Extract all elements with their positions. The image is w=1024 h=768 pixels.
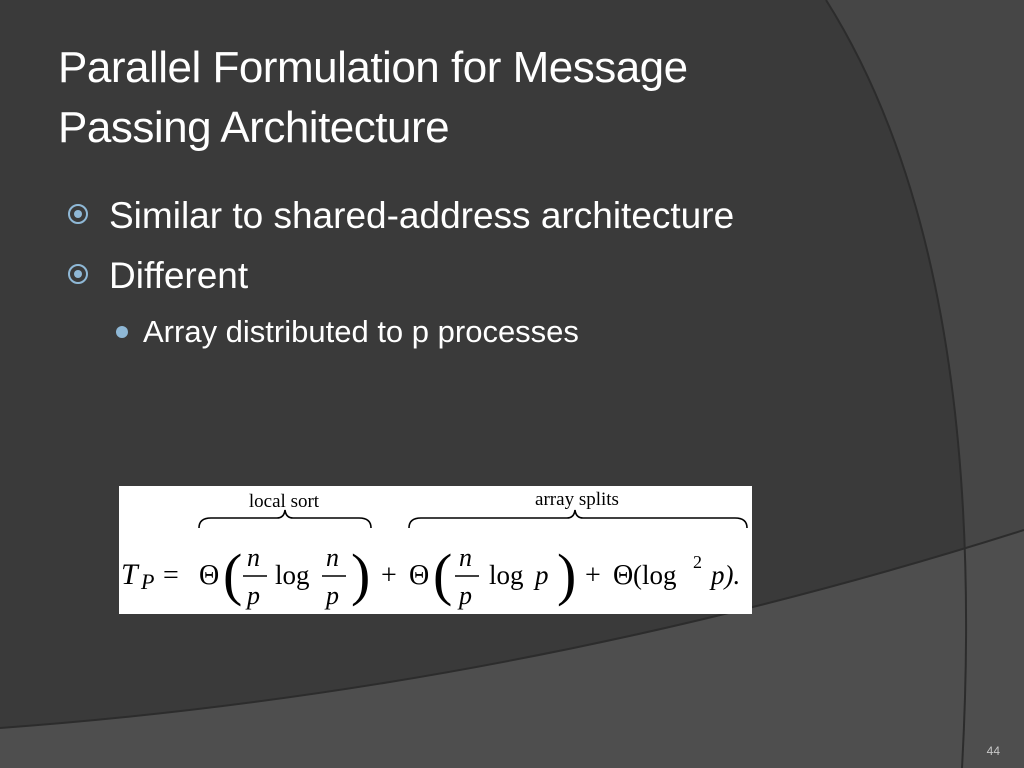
brace-label-local-sort: local sort [249, 491, 320, 512]
formula-image: local sort array splits T P = Θ ( n p lo… [119, 486, 752, 614]
brace-label-array-splits: array splits [535, 489, 619, 510]
formula-p-1: p [245, 581, 260, 610]
formula-plus-1: + [381, 560, 397, 591]
circle-bullet-icon [68, 264, 88, 284]
dot-bullet-icon [116, 326, 128, 338]
formula-n-2: n [326, 543, 339, 572]
bullet-text: Similar to shared-address architecture [109, 195, 735, 236]
formula-log-open: (log [633, 560, 677, 590]
formula-lparen-2: ( [433, 542, 452, 607]
sub-bullet-text: Array distributed to p processes [143, 314, 579, 349]
formula-rparen-2: ) [557, 542, 576, 607]
bullet-item: Different [64, 246, 884, 306]
formula-equals: = [163, 560, 179, 591]
page-number: 44 [986, 744, 1000, 758]
arc-right-edge [825, 0, 968, 768]
slide-title: Parallel Formulation for Message Passing… [58, 38, 818, 158]
formula-log-1: log [275, 560, 310, 590]
title-line-1: Parallel Formulation for Message [58, 43, 688, 92]
formula-rparen-1: ) [351, 542, 370, 607]
arc-bottom [0, 530, 1024, 768]
formula-theta-2: Θ [409, 560, 429, 591]
overbrace-left [198, 509, 372, 529]
formula-log-2: log [489, 560, 524, 590]
formula-plus-2: + [585, 560, 601, 591]
sub-bullet-item: Array distributed to p processes [64, 306, 884, 358]
formula-theta-3: Θ [613, 560, 633, 591]
formula-p-2: p [324, 581, 339, 610]
formula-lparen-1: ( [223, 542, 242, 607]
formula-p-4: p [533, 560, 549, 590]
formula-p-3: p [457, 581, 472, 610]
formula-n-1: n [247, 543, 260, 572]
formula-T: T [121, 558, 140, 591]
circle-bullet-icon [68, 204, 88, 224]
formula-sup-2: 2 [693, 552, 702, 572]
overbrace-right [408, 509, 748, 529]
formula-n-3: n [459, 543, 472, 572]
formula-svg: local sort array splits T P = Θ ( n p lo… [121, 489, 748, 610]
formula-theta-1: Θ [199, 560, 219, 591]
formula-p-close: p). [709, 560, 740, 590]
arc-bottom-edge [0, 529, 1024, 729]
title-line-2: Passing Architecture [58, 103, 450, 152]
bullet-list: Similar to shared-address architecture D… [64, 186, 884, 358]
bullet-text: Different [109, 255, 249, 296]
formula-sub-P: P [140, 569, 154, 594]
bullet-item: Similar to shared-address architecture [64, 186, 884, 246]
